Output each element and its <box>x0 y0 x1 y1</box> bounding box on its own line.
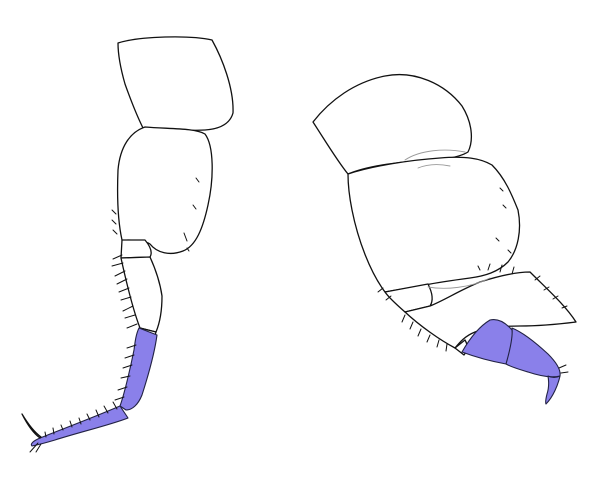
left-leg-drawing <box>21 36 234 453</box>
left-merus <box>120 256 163 333</box>
right-inner-line-3 <box>417 164 451 169</box>
left-basis-marks <box>183 177 200 252</box>
right-setae <box>377 263 569 374</box>
right-dactylus <box>505 327 561 378</box>
left-propodus <box>119 327 158 411</box>
right-basis-marks <box>477 187 512 271</box>
left-dactylus <box>30 405 129 447</box>
right-inner-line-1 <box>404 149 466 161</box>
left-ischium <box>120 239 152 259</box>
left-claw-tip <box>21 413 42 439</box>
right-claw-tip <box>545 375 561 405</box>
right-inner-line-2 <box>427 277 491 289</box>
left-coxa <box>117 36 234 132</box>
left-setae <box>29 209 138 453</box>
left-basis <box>116 126 213 255</box>
right-leg-drawing <box>312 74 577 405</box>
right-basis <box>347 156 521 293</box>
